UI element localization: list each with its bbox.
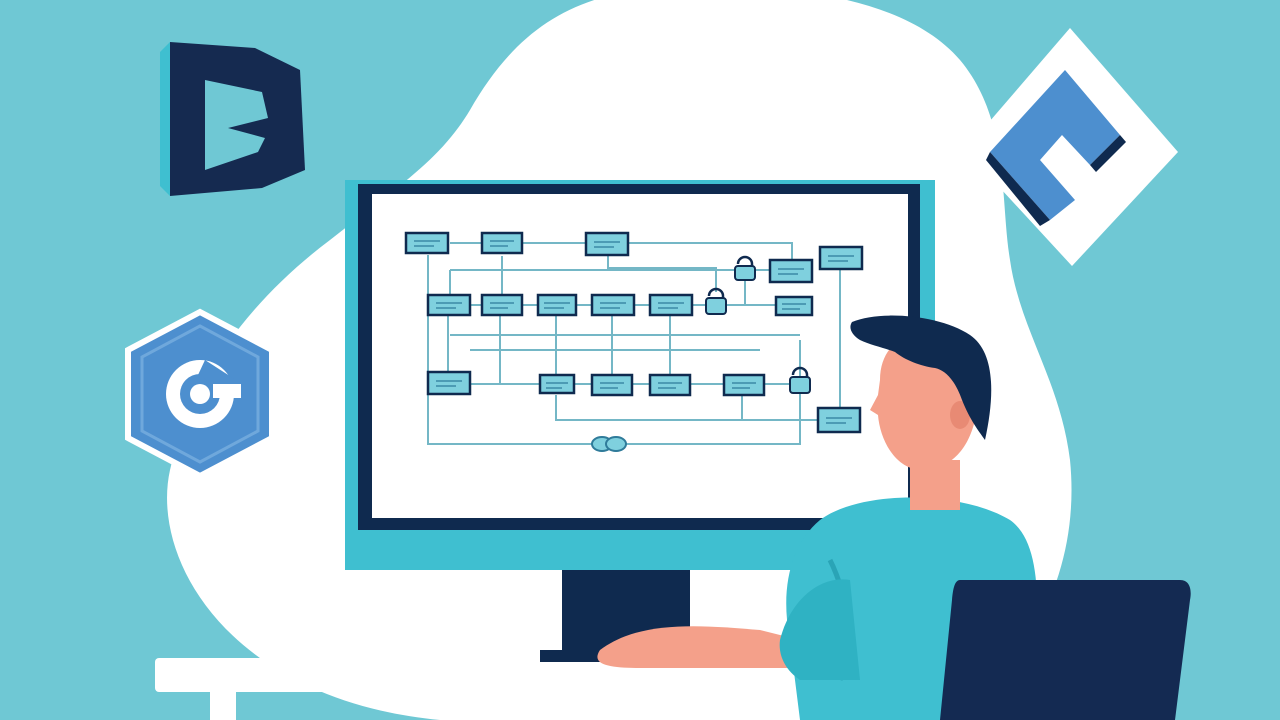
diagram-box — [648, 373, 692, 397]
diagram-box — [404, 231, 450, 255]
diagram-box — [426, 293, 472, 317]
diagram-box — [538, 373, 576, 395]
diagram-box — [536, 293, 578, 317]
diagram-box — [768, 258, 814, 284]
diagram-box — [590, 373, 634, 397]
person-sleeve — [779, 579, 860, 680]
hexagon-gear-icon — [125, 308, 275, 480]
diagram-box — [818, 245, 864, 271]
chair-back — [940, 580, 1191, 720]
diagram-box — [648, 293, 694, 317]
person-hair — [850, 315, 992, 440]
diagram-box — [480, 231, 524, 255]
monitor-screen — [372, 194, 908, 518]
person-arm — [597, 626, 800, 668]
lock-icon — [734, 255, 756, 281]
diagram-box — [480, 293, 524, 317]
diagram-box-text — [414, 240, 854, 424]
diagram-box — [774, 295, 814, 317]
diagram-box — [590, 293, 636, 317]
workflow-diagram — [404, 231, 864, 452]
diagram-box — [426, 370, 472, 396]
lock-icon — [705, 287, 727, 315]
diagram-box — [722, 373, 766, 397]
diagram-box — [584, 231, 630, 257]
diagram-box — [816, 406, 862, 434]
lock-icon — [789, 366, 811, 394]
link-icon — [591, 436, 627, 452]
square-code-icon — [965, 28, 1178, 266]
diagram-boxes — [404, 231, 864, 434]
chevron-play-icon — [160, 42, 305, 196]
